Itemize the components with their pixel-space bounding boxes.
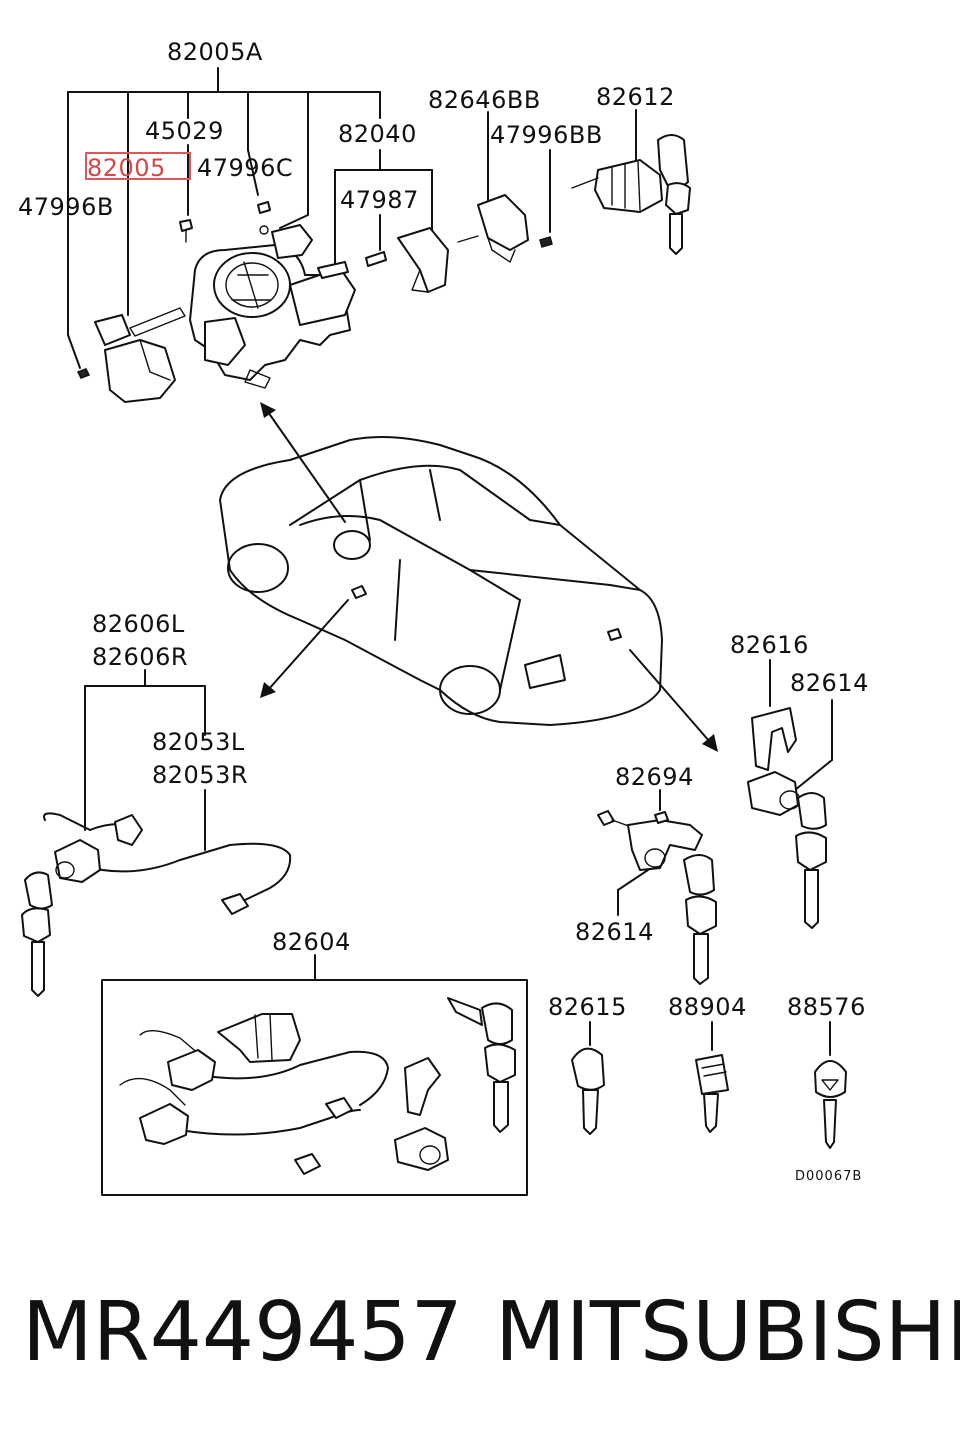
- steering-lock-assembly: [76, 201, 387, 403]
- label-82604: 82604: [272, 928, 351, 956]
- part-labels: 82005A 45029 82005 47996C 47996B 82040 4…: [18, 38, 869, 1184]
- label-47996C: 47996C: [197, 154, 293, 182]
- label-47996B: 47996B: [18, 193, 114, 221]
- door-lock-assembly: [21, 812, 292, 997]
- trunk-lock-assembly: [597, 707, 827, 985]
- label-82615: 82615: [548, 993, 627, 1021]
- label-82053L: 82053L: [152, 728, 245, 756]
- key-88904: [695, 1021, 729, 1133]
- callout-arrows: [260, 402, 718, 752]
- door-lock-leaders: [84, 669, 206, 851]
- label-82040: 82040: [338, 120, 417, 148]
- label-82616: 82616: [730, 631, 809, 659]
- car-outline: [219, 435, 663, 726]
- label-82606R: 82606R: [92, 643, 188, 671]
- key-82615: [571, 1021, 605, 1135]
- label-82606L: 82606L: [92, 610, 185, 638]
- label-82005: 82005: [87, 154, 166, 182]
- trunk-lock-leaders: [617, 659, 833, 916]
- label-88576: 88576: [787, 993, 866, 1021]
- label-47987: 47987: [340, 186, 419, 214]
- label-82646BB: 82646BB: [428, 86, 541, 114]
- brand-name: MITSUBISHI: [495, 1285, 960, 1380]
- label-82612: 82612: [596, 83, 675, 111]
- label-82614-lower: 82614: [575, 918, 654, 946]
- label-45029: 45029: [145, 117, 224, 145]
- label-82005A: 82005A: [167, 38, 263, 66]
- part-footer: MR449457 MITSUBISHI: [0, 1285, 960, 1405]
- part-number: MR449457: [22, 1285, 463, 1380]
- label-47996BB: 47996BB: [490, 121, 603, 149]
- set-box-82604: [101, 954, 528, 1196]
- lock-cover-parts: [397, 134, 691, 293]
- key-88576: [814, 1021, 847, 1149]
- diagram-code: D00067B: [795, 1169, 862, 1184]
- label-82694: 82694: [615, 763, 694, 791]
- leader-lines-top: [67, 67, 637, 369]
- label-82614-upper: 82614: [790, 669, 869, 697]
- highlight-box: [85, 152, 191, 180]
- label-82053R: 82053R: [152, 761, 248, 789]
- label-88904: 88904: [668, 993, 747, 1021]
